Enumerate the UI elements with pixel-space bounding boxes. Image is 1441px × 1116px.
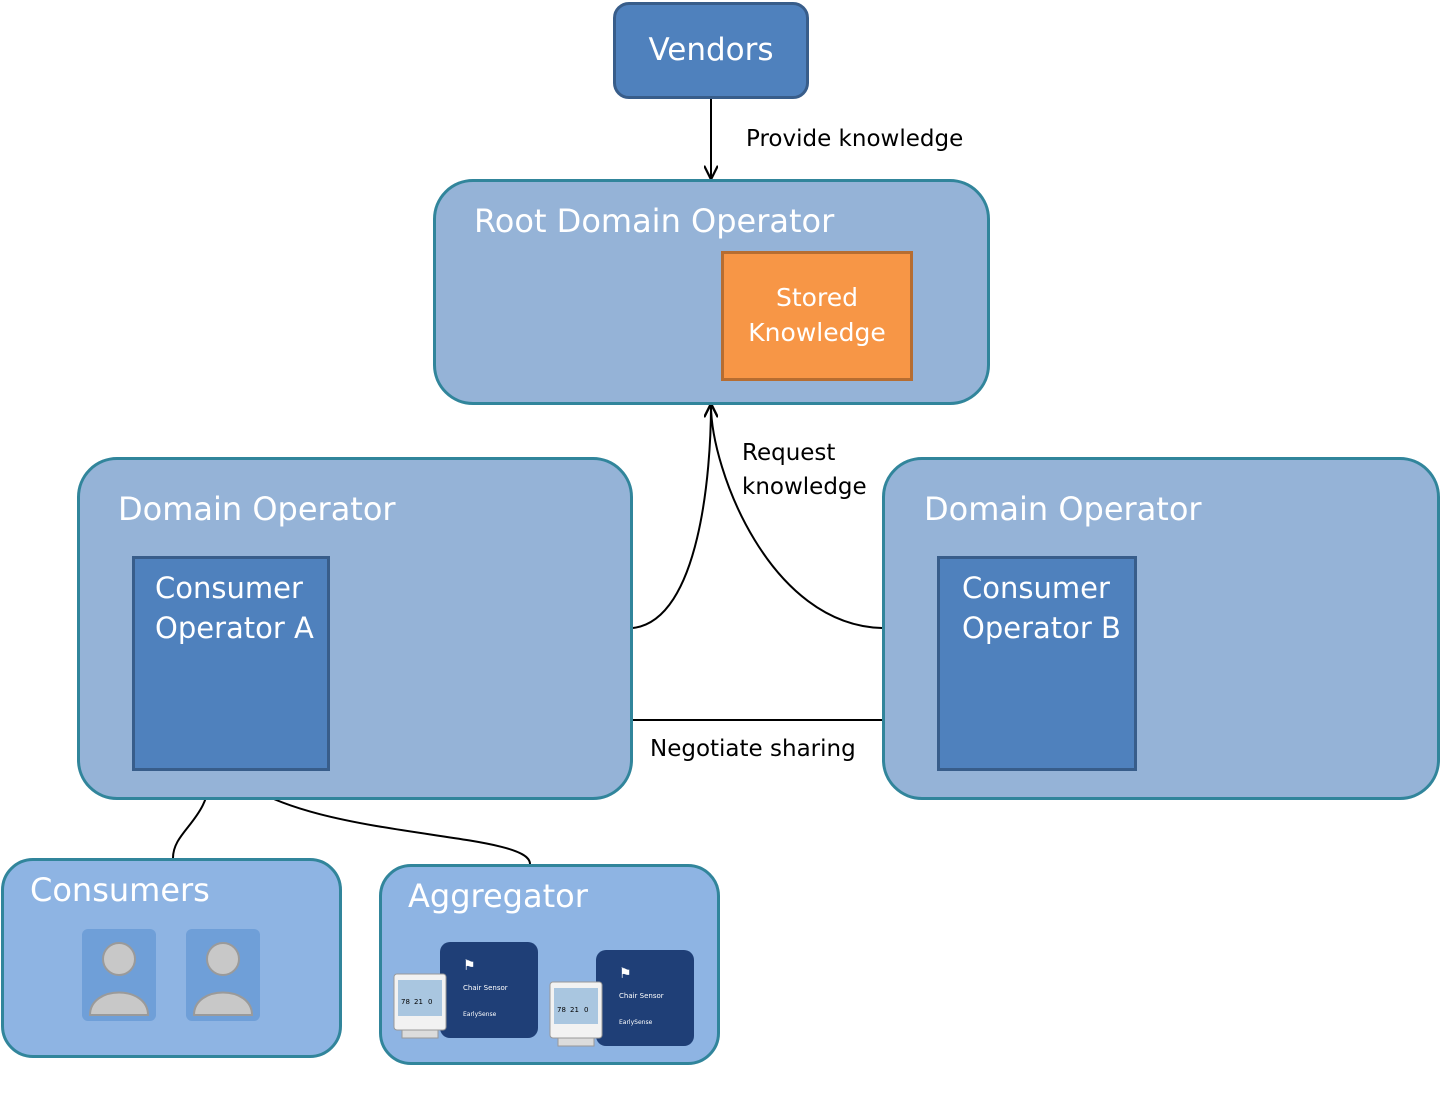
chair-sensor-device-icon: ⚑ Chair Sensor EarlySense 78 21 0 <box>549 950 694 1047</box>
device-product-label: Chair Sensor <box>619 992 664 1000</box>
device-brand-label: EarlySense <box>619 1019 653 1026</box>
request-knowledge-arrow-left <box>632 405 711 629</box>
stored-knowledge-label: Stored Knowledge <box>748 283 886 347</box>
device-brand-label: EarlySense <box>463 1011 497 1018</box>
consumers-node: Consumers <box>1 858 342 1058</box>
device-product-label: Chair Sensor <box>463 984 508 992</box>
consumer-operator-b-node: Consumer Operator B <box>937 556 1137 771</box>
root-domain-operator-label: Root Domain Operator <box>474 202 835 240</box>
person-icon <box>186 929 260 1021</box>
domain-operator-left-label: Domain Operator <box>118 490 396 528</box>
device-value-2: 21 <box>570 1006 579 1014</box>
aggregator-label: Aggregator <box>408 877 588 915</box>
stored-knowledge-node: Stored Knowledge <box>721 251 913 381</box>
vendors-label: Vendors <box>648 32 774 68</box>
vendors-node: Vendors <box>613 2 809 99</box>
provide-knowledge-label: Provide knowledge <box>746 126 964 152</box>
device-value-3: 0 <box>584 1006 588 1014</box>
request-knowledge-label: Request knowledge <box>742 440 867 500</box>
domain-operator-right-label: Domain Operator <box>924 490 1202 528</box>
svg-text:⚑: ⚑ <box>619 966 632 982</box>
device-value-3: 0 <box>428 998 432 1006</box>
device-value-1: 78 <box>401 998 410 1006</box>
person-icon <box>82 929 156 1021</box>
consumer-operator-a-node: Consumer Operator A <box>132 556 330 771</box>
svg-text:⚑: ⚑ <box>463 958 476 974</box>
consumers-label: Consumers <box>30 871 210 909</box>
device-value-2: 21 <box>414 998 423 1006</box>
chair-sensor-device-icon: ⚑ Chair Sensor EarlySense 78 21 0 <box>393 942 538 1039</box>
consumer-operator-a-label: Consumer Operator A <box>155 571 314 645</box>
consumer-operator-b-label: Consumer Operator B <box>962 571 1121 645</box>
device-value-1: 78 <box>557 1006 566 1014</box>
negotiate-sharing-label: Negotiate sharing <box>650 736 856 762</box>
